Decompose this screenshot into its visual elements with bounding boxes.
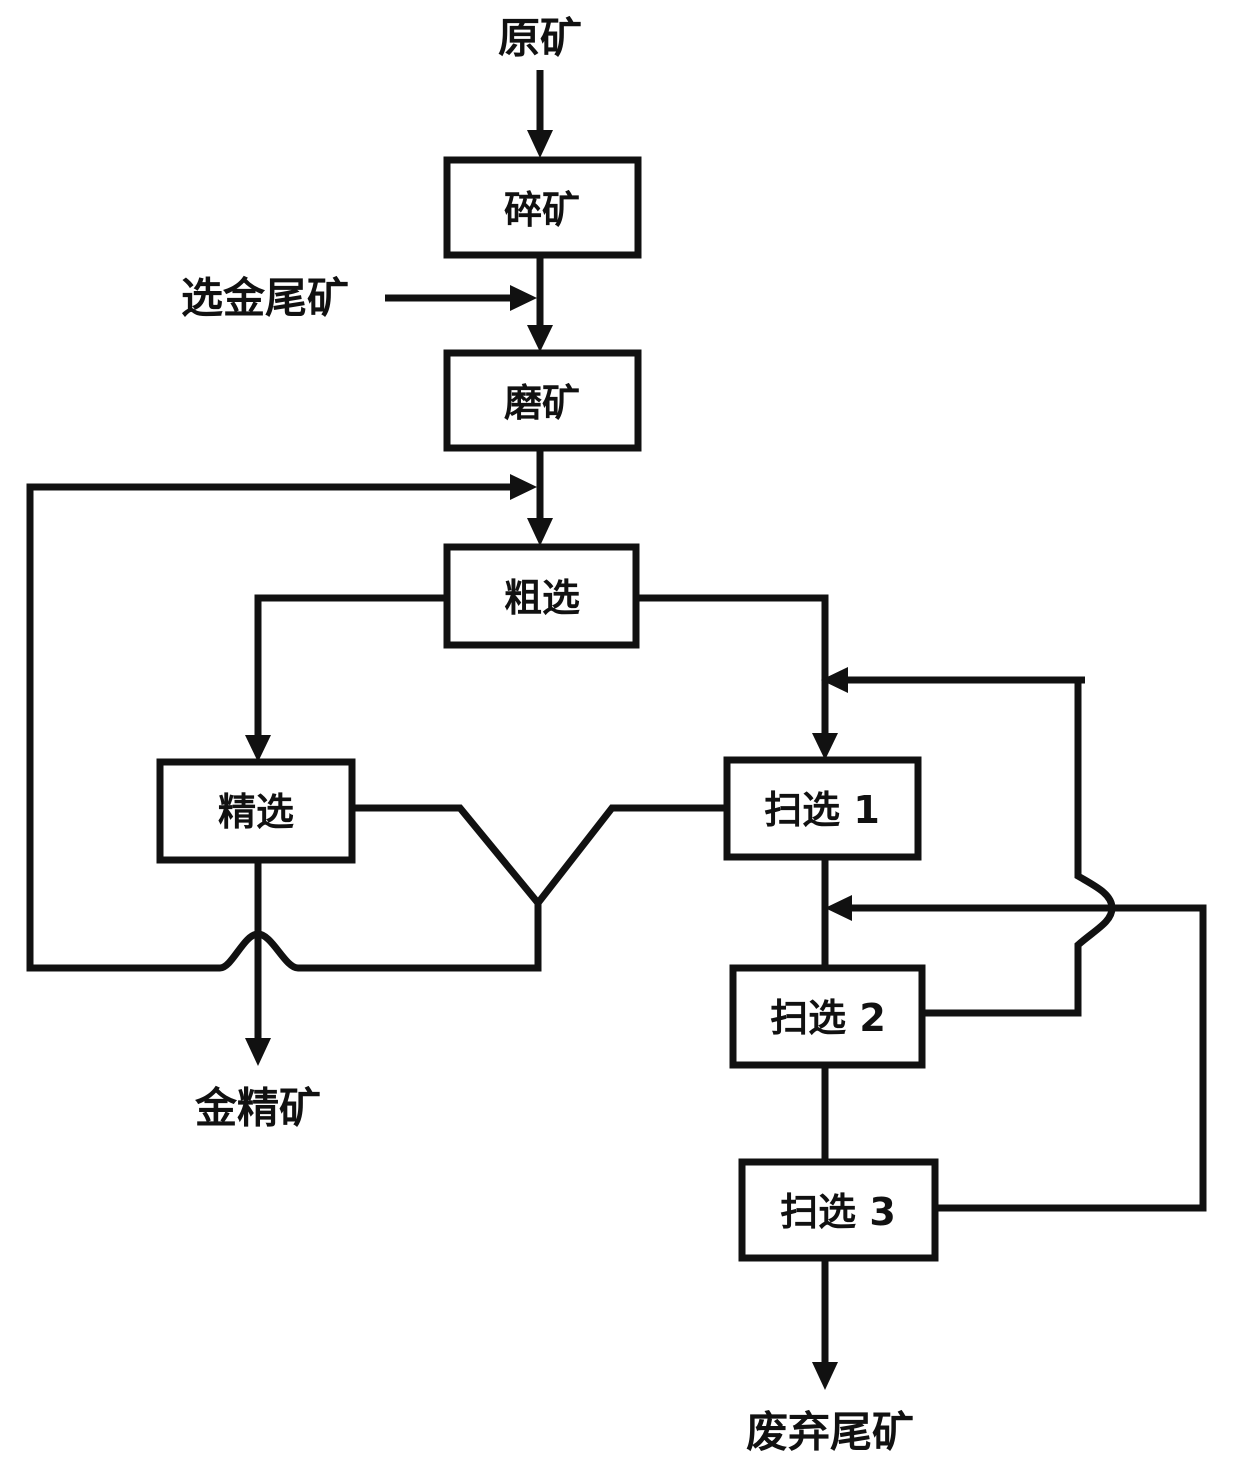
scavenging-2-node: 扫选 2 (729, 964, 926, 1069)
arrow-roughing-to-cleaning (245, 594, 447, 762)
gold-tailings-label: 选金尾矿 (181, 274, 349, 323)
arrow-raw-ore-to-crushing (527, 70, 553, 158)
scavenging-1-node: 扫选 1 (723, 756, 922, 861)
scavenging-1-label: 扫选 1 (764, 788, 880, 832)
arrow-roughing-to-scavenging-1 (636, 594, 838, 760)
raw-ore-label: 原矿 (498, 14, 582, 63)
grinding-node: 磨矿 (443, 349, 642, 452)
arrow-gold-tailings-to-grinding (385, 285, 537, 311)
grinding-box (443, 349, 642, 452)
roughing-node: 粗选 (443, 543, 640, 649)
grinding-label: 磨矿 (504, 381, 580, 425)
waste-tailings-label: 废弃尾矿 (746, 1408, 914, 1457)
cleaning-label: 精选 (218, 790, 294, 834)
cleaning-node: 精选 (156, 758, 356, 864)
arrow-grinding-to-roughing (527, 448, 553, 546)
crushing-label: 碎矿 (504, 188, 580, 232)
arrow-scavenging-3-to-waste-tailings (812, 1258, 838, 1390)
return-scavenging-3-to-scavenging-2 (825, 895, 1207, 1212)
roughing-label: 粗选 (504, 576, 580, 620)
scavenging-3-label: 扫选 3 (780, 1190, 896, 1234)
gold-concentrate-label: 金精矿 (194, 1084, 321, 1133)
arrow-cleaning-to-gold-concentrate (245, 860, 271, 1066)
scavenging-3-node: 扫选 3 (738, 1158, 939, 1262)
scavenging-2-label: 扫选 2 (770, 996, 886, 1040)
crushing-node: 碎矿 (443, 156, 642, 259)
scavenging-3-box (738, 1158, 939, 1262)
roughing-box (443, 543, 640, 649)
arrow-crushing-to-grinding (527, 255, 553, 352)
